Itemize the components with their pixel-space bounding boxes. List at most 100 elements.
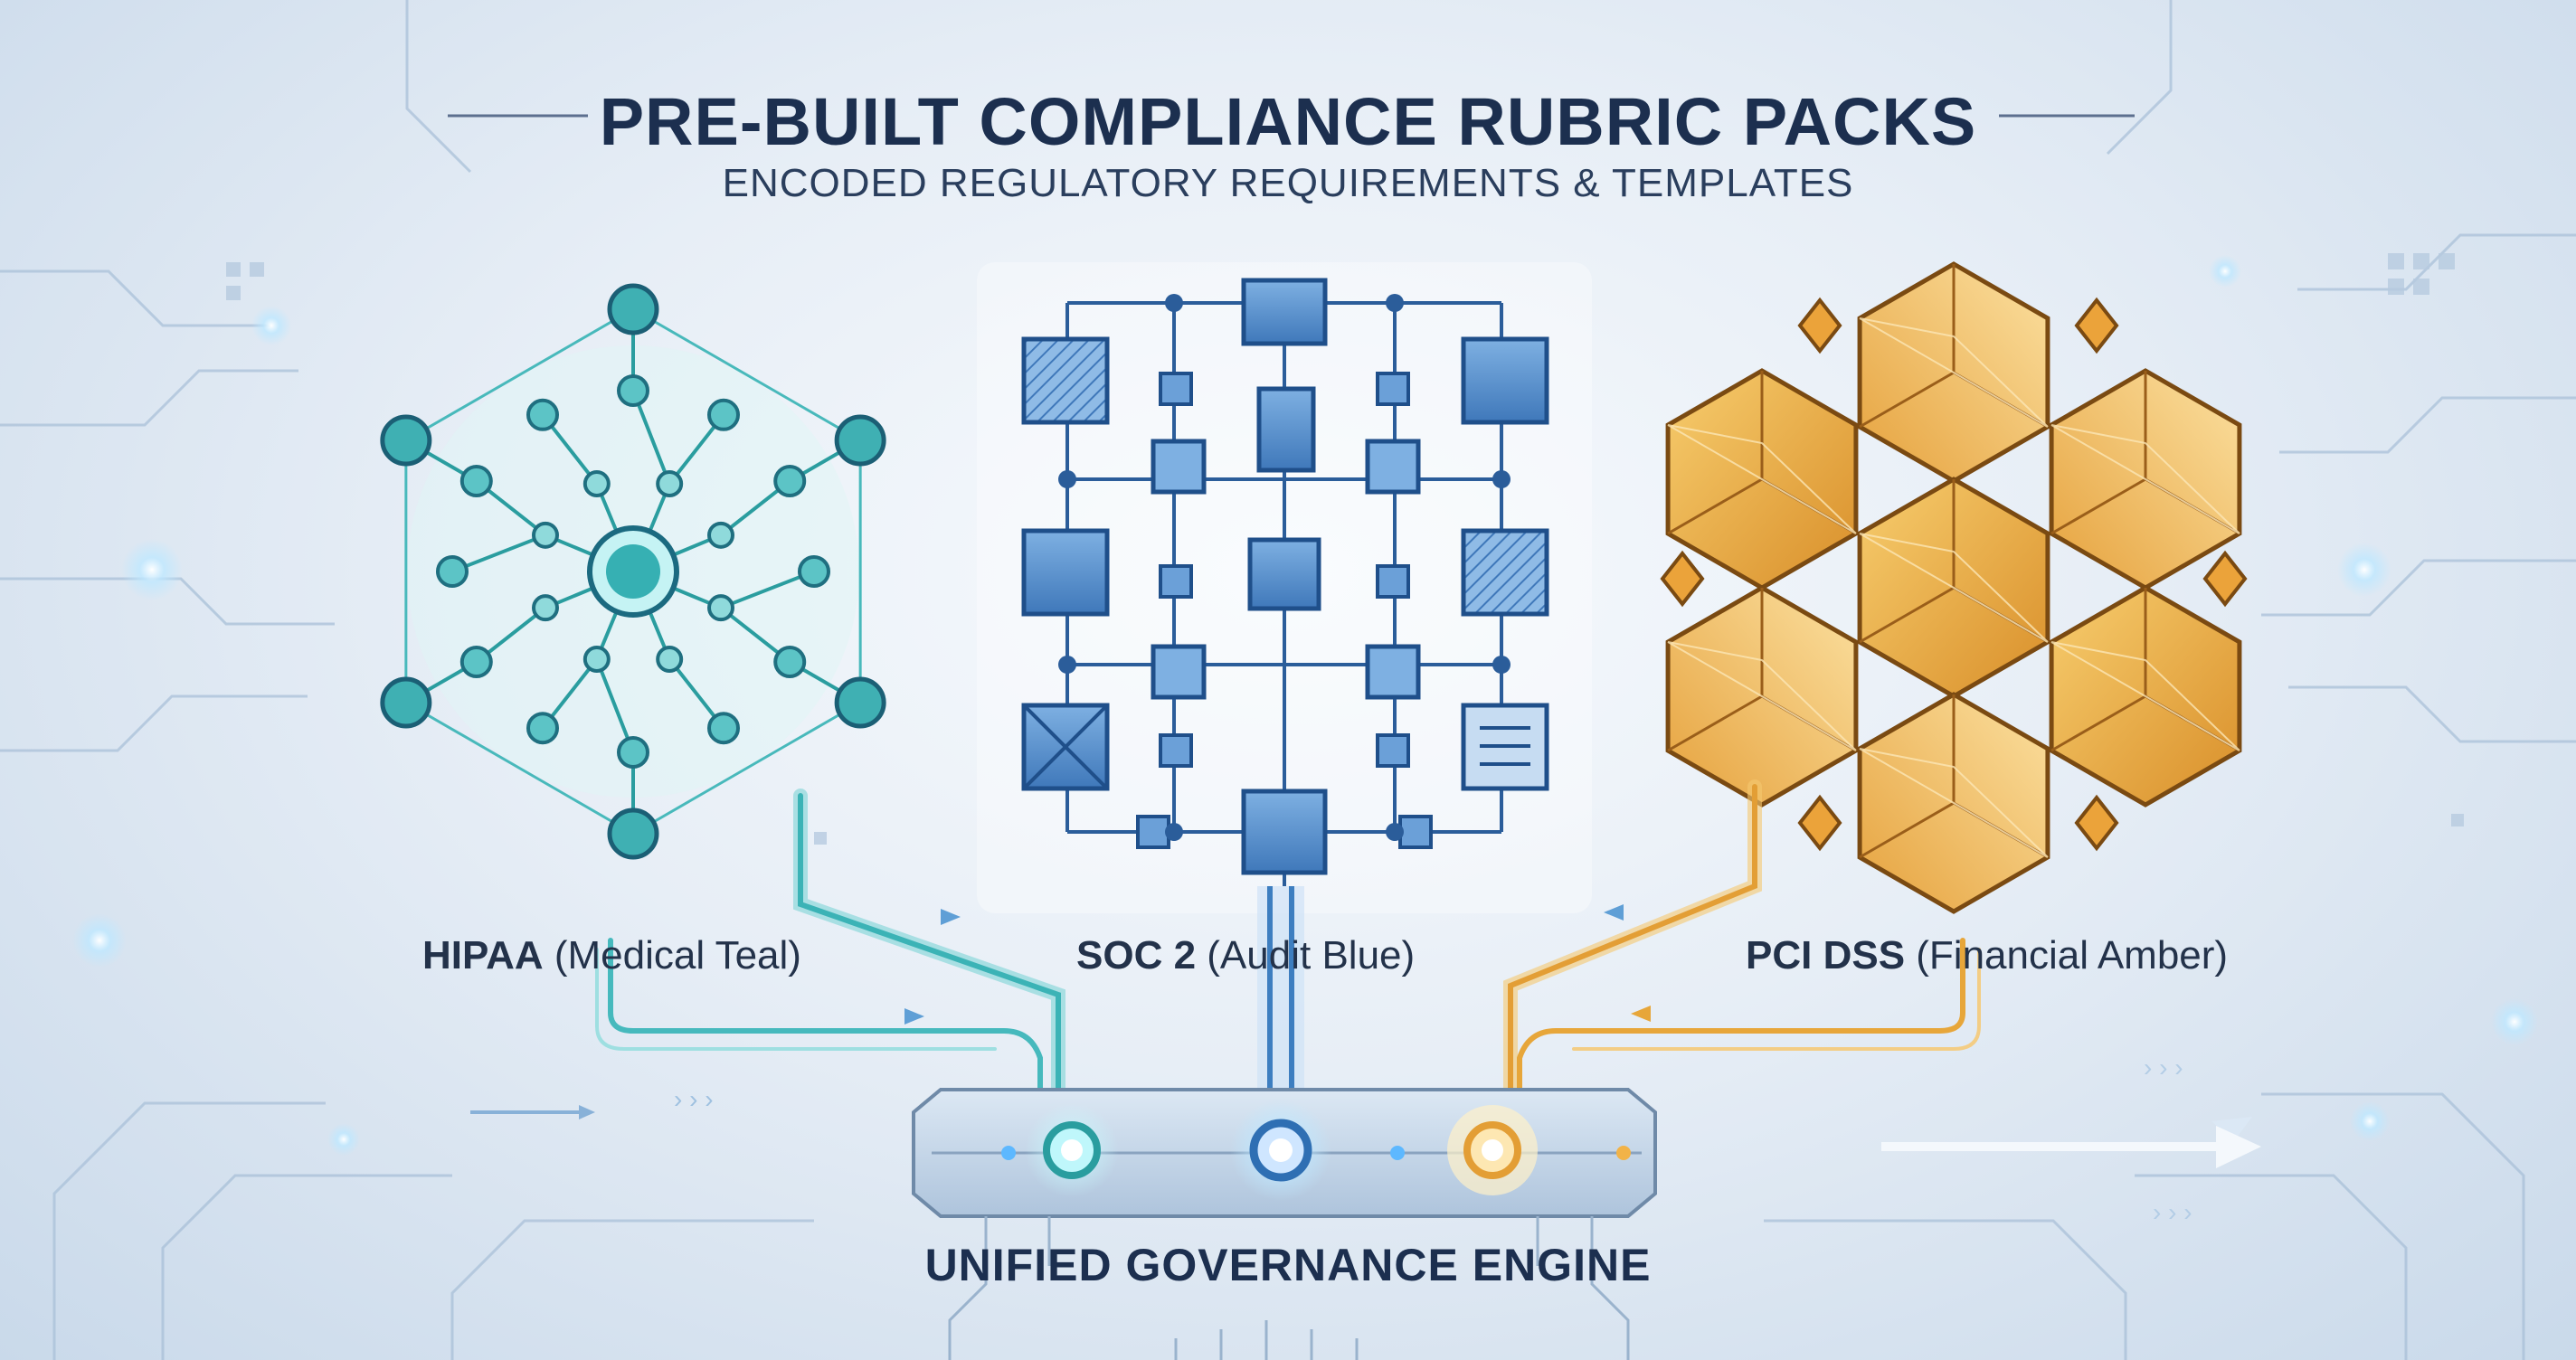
grid-junction: [1165, 294, 1183, 312]
grid-block: [1461, 528, 1549, 617]
network-node: [656, 646, 684, 674]
network-edge: [631, 390, 672, 485]
network-node: [707, 521, 735, 549]
crystal-facet: [1859, 586, 1955, 644]
grid-small-block: [1398, 815, 1433, 849]
crystal-diamond: [2074, 794, 2119, 852]
crystal-sheen: [1859, 317, 2049, 428]
crystal-facet: [1859, 371, 1955, 429]
pci-dss-label: PCI DSS (Financial Amber): [1746, 933, 2228, 978]
soc2-label: SOC 2 (Audit Blue): [1076, 933, 1415, 978]
network-hub-node: [380, 676, 432, 729]
hipaa-label: HIPAA (Medical Teal): [422, 933, 801, 978]
grid-small-block: [1159, 733, 1193, 768]
block-grid-icon: [1021, 278, 1549, 886]
grid-small-block: [1376, 733, 1410, 768]
network-node: [798, 555, 830, 588]
crystal-facet: [1667, 477, 1763, 535]
crystal-facet: [2050, 694, 2146, 752]
crystal-facet: [1859, 801, 1955, 859]
network-node: [582, 646, 611, 674]
network-node: [707, 712, 740, 745]
pci-dss-name: PCI DSS: [1746, 933, 1906, 978]
grid-small-block: [1159, 372, 1193, 406]
grid-junction: [1492, 656, 1511, 674]
network-hub-node: [834, 414, 886, 467]
crystal-facet: [1667, 694, 1763, 752]
hipaa-name: HIPAA: [422, 933, 544, 978]
background-squares: [226, 253, 2464, 845]
grid-small-block: [1159, 564, 1193, 599]
crystal-diamond: [2202, 550, 2248, 608]
network-node: [773, 465, 807, 497]
network-edge: [451, 533, 546, 573]
network-node: [617, 736, 649, 769]
svg-text:› › ›: › › ›: [674, 1085, 714, 1113]
engine-label: UNIFIED GOVERNANCE ENGINE: [924, 1240, 1652, 1290]
network-node: [773, 646, 807, 678]
network-node: [617, 374, 649, 407]
grid-block-cross: [1022, 704, 1109, 790]
network-node: [526, 398, 559, 431]
network-node: [582, 469, 611, 497]
network-node: [707, 594, 735, 622]
crystal-diamond: [2074, 297, 2119, 354]
hipaa-descriptor: (Medical Teal): [554, 933, 801, 978]
grid-junction: [1058, 470, 1076, 488]
crystal-hexagon-icon: [1660, 261, 2248, 914]
grid-junction: [1058, 656, 1076, 674]
grid-block: [1021, 336, 1110, 425]
background-glow-dots: [72, 255, 2538, 1156]
crystal-sheen: [1859, 748, 2049, 858]
crystal-sheen: [2050, 424, 2240, 534]
network-hub-node: [834, 676, 886, 729]
grid-junction: [1492, 470, 1511, 488]
grid-block: [1365, 439, 1421, 495]
node-connector-icon: [1025, 1100, 1538, 1201]
grid-block: [1151, 644, 1207, 700]
svg-text:› › ›: › › ›: [2153, 1198, 2192, 1226]
soc2-name: SOC 2: [1076, 933, 1197, 978]
network-edge: [720, 570, 815, 610]
svg-text:› › ›: › › ›: [2144, 1053, 2183, 1081]
crystal-sheen: [1859, 533, 2049, 643]
network-hub-node: [607, 283, 659, 335]
grid-small-block: [1376, 372, 1410, 406]
network-edge: [594, 658, 635, 753]
network-node: [459, 646, 493, 678]
grid-junction: [1386, 823, 1404, 841]
pci-dss-descriptor: (Financial Amber): [1916, 933, 2229, 978]
flow-arrows: › › › › › › › › ›: [470, 904, 2261, 1226]
network-node: [526, 712, 559, 745]
crystal-facet: [2050, 477, 2146, 535]
grid-junction: [1386, 294, 1404, 312]
grid-block: [1241, 278, 1328, 346]
network-node: [459, 465, 493, 497]
grid-block: [1247, 537, 1321, 611]
grid-junction: [1165, 823, 1183, 841]
crystal-diamond: [1797, 794, 1842, 852]
grid-block: [1256, 386, 1316, 473]
network-graph-icon: [380, 283, 886, 860]
grid-block: [1365, 644, 1421, 700]
crystal-diamond: [1797, 297, 1842, 354]
network-hub-node: [380, 414, 432, 467]
network-node: [531, 521, 559, 549]
crystal-sheen: [1667, 424, 1857, 534]
amber-connector: [1503, 779, 1981, 1148]
grid-block: [1241, 789, 1328, 875]
grid-small-block: [1376, 564, 1410, 599]
teal-connector: [595, 789, 1065, 1148]
crystal-diamond: [1660, 550, 1705, 608]
network-node: [707, 398, 740, 431]
page-title: PRE-BUILT COMPLIANCE RUBRIC PACKS: [599, 84, 1977, 159]
engine-bottom-circuits: [948, 1216, 1630, 1360]
network-hub-node: [607, 808, 659, 860]
crystal-sheen: [1667, 641, 1857, 751]
network-center-core: [606, 544, 660, 599]
network-node: [656, 469, 684, 497]
grid-block: [1461, 336, 1549, 425]
grid-block: [1021, 528, 1110, 617]
